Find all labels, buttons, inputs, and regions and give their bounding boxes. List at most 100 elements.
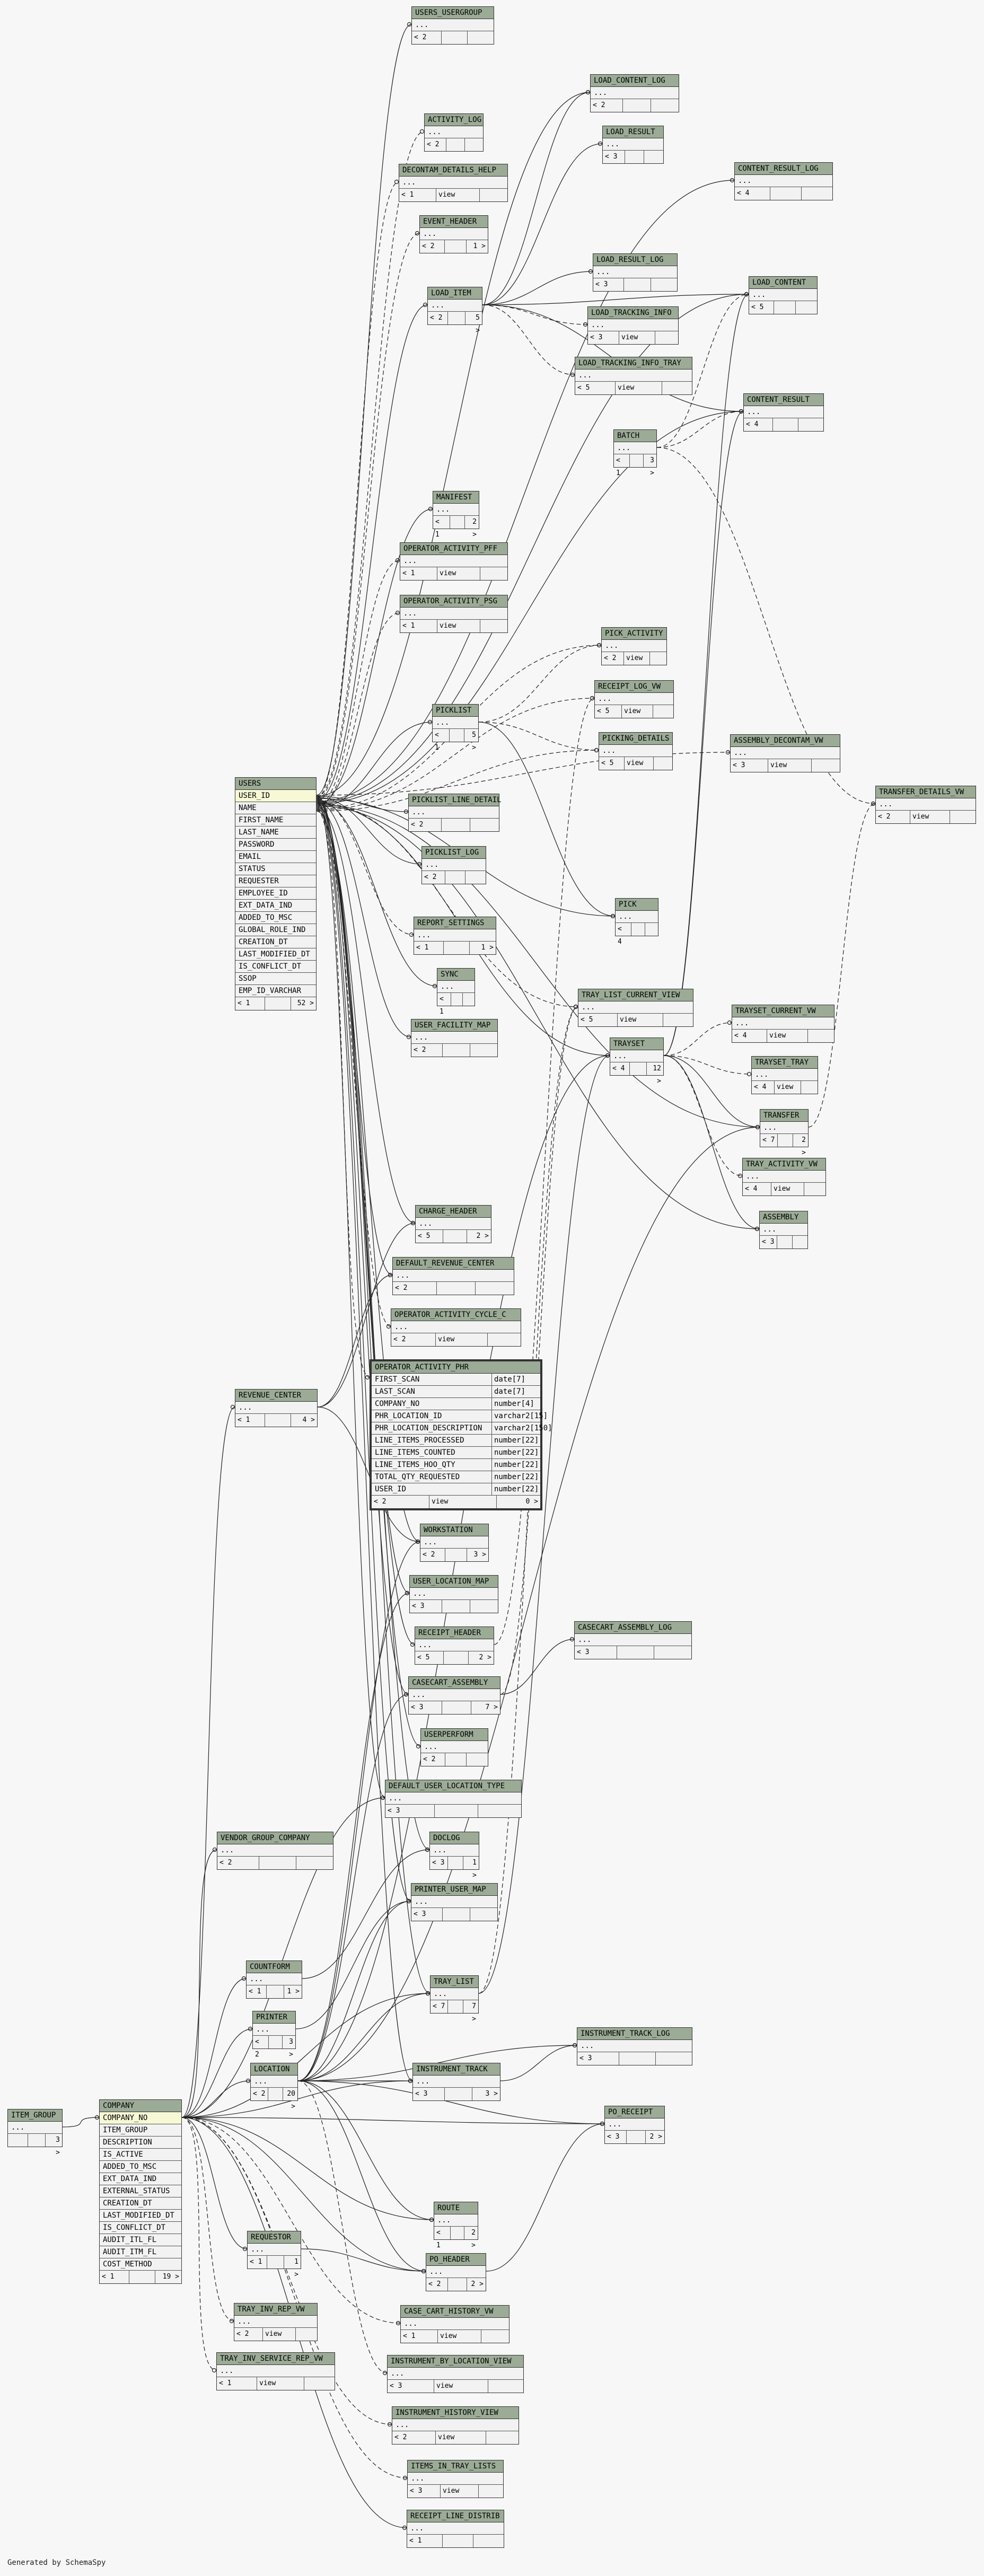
table-title[interactable]: ITEMS_IN_TRAY_LISTS: [408, 2460, 503, 2473]
table-title[interactable]: TRAY_LIST: [430, 1976, 478, 1988]
table-title[interactable]: ASSEMBLY_DECONTAM_VW: [731, 735, 840, 747]
table-item-group[interactable]: ITEM_GROUP...3 >: [7, 2109, 63, 2157]
table-title[interactable]: USER_LOCATION_MAP: [410, 1576, 498, 1588]
table-title[interactable]: LOAD_TRACKING_INFO_TRAY: [575, 357, 692, 370]
table-title[interactable]: PICKLIST_LINE_DETAIL: [409, 794, 502, 806]
table-title[interactable]: PICKLIST: [433, 705, 478, 717]
table-title[interactable]: TRAYSET_CURRENT_VW: [732, 1005, 834, 1017]
table-title[interactable]: PICKING_DETAILS: [599, 733, 672, 745]
table-load-content[interactable]: LOAD_CONTENT...< 5: [749, 276, 818, 314]
table-title[interactable]: RECEIPT_LOG_VW: [595, 681, 673, 693]
table-title[interactable]: CONTENT_RESULT: [744, 394, 823, 406]
table-title[interactable]: TRAY_ACTIVITY_VW: [743, 1158, 825, 1171]
table-title[interactable]: REVENUE_CENTER: [235, 1390, 317, 1402]
table-activity-log[interactable]: ACTIVITY_LOG...< 2: [424, 113, 484, 152]
table-title[interactable]: DECONTAM_DETAILS_HELP: [399, 164, 507, 177]
table-title[interactable]: RECEIPT_HEADER: [415, 1627, 494, 1639]
table-title[interactable]: MANIFEST: [433, 491, 479, 504]
table-title[interactable]: ITEM_GROUP: [8, 2109, 62, 2122]
table-casecart-assembly-log[interactable]: CASECART_ASSEMBLY_LOG...< 3: [574, 1621, 692, 1659]
table-picklist-line-detail[interactable]: PICKLIST_LINE_DETAIL...< 2: [408, 794, 502, 832]
table-title[interactable]: DEFAULT_REVENUE_CENTER: [393, 1258, 514, 1270]
table-title[interactable]: DOCLOG: [430, 1832, 479, 1844]
table-pick[interactable]: PICK...< 4: [615, 898, 658, 946]
table-title[interactable]: USER_FACILITY_MAP: [411, 1019, 497, 1032]
table-users-usergroup[interactable]: USERS_USERGROUP...< 2: [411, 6, 494, 45]
table-title[interactable]: TRAY_INV_REP_VW: [234, 2304, 317, 2316]
table-title[interactable]: COUNTFORM: [247, 1961, 302, 1973]
table-title[interactable]: TRAYSET_TRAY: [752, 1057, 818, 1069]
table-title[interactable]: LOAD_RESULT: [603, 126, 663, 138]
table-printer-user-map[interactable]: PRINTER_USER_MAP...< 3: [411, 1883, 498, 1921]
table-title[interactable]: LOAD_CONTENT: [749, 277, 817, 289]
table-title[interactable]: LOCATION: [251, 2063, 297, 2076]
table-title[interactable]: TRANSFER_DETAILS_VW: [876, 786, 976, 798]
table-title[interactable]: BATCH: [614, 430, 656, 442]
table-title[interactable]: INSTRUMENT_TRACK: [413, 2063, 500, 2076]
table-receipt-line-distrib[interactable]: RECEIPT_LINE_DISTRIB...< 1: [407, 2510, 504, 2548]
table-title[interactable]: TRANSFER: [760, 1110, 808, 1122]
table-title[interactable]: TRAYSET: [610, 1038, 663, 1050]
table-default-revenue-center[interactable]: DEFAULT_REVENUE_CENTER...< 2: [392, 1257, 514, 1295]
table-content-result[interactable]: CONTENT_RESULT...< 4: [743, 393, 824, 432]
table-title[interactable]: SYNC: [437, 969, 475, 981]
table-title[interactable]: REPORT_SETTINGS: [414, 917, 496, 929]
table-title[interactable]: TRAY_INV_SERVICE_REP_VW: [217, 2353, 335, 2365]
table-title[interactable]: OPERATOR_ACTIVITY_PSG: [400, 595, 507, 608]
table-load-content-log[interactable]: LOAD_CONTENT_LOG...< 2: [590, 74, 679, 112]
table-sync[interactable]: SYNC...< 1: [437, 968, 475, 1016]
table-title[interactable]: CONTENT_RESULT_LOG: [735, 163, 832, 175]
table-title[interactable]: CASE_CART_HISTORY_VW: [401, 2306, 509, 2318]
table-title[interactable]: INSTRUMENT_HISTORY_VIEW: [392, 2407, 519, 2419]
table-title[interactable]: REQUESTOR: [248, 2231, 301, 2244]
table-title[interactable]: CASECART_ASSEMBLY: [409, 1677, 500, 1689]
table-title[interactable]: OPERATOR_ACTIVITY_PHR: [372, 1361, 540, 1374]
table-title[interactable]: PO_RECEIPT: [605, 2106, 664, 2118]
table-title[interactable]: USERS_USERGROUP: [412, 7, 494, 19]
table-user-facility-map[interactable]: USER_FACILITY_MAP...< 2: [411, 1019, 498, 1057]
table-title[interactable]: USERPERFORM: [421, 1729, 488, 1741]
table-vendor-group-company[interactable]: VENDOR_GROUP_COMPANY...< 2: [217, 1832, 333, 1870]
table-title[interactable]: LOAD_CONTENT_LOG: [591, 75, 679, 87]
table-title[interactable]: PICK: [616, 899, 658, 911]
